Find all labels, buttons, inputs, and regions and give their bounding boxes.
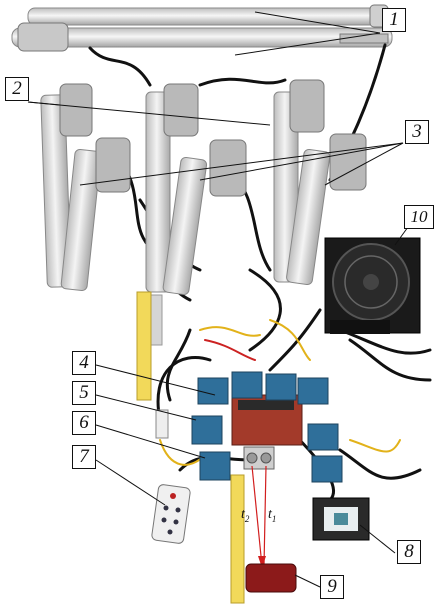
callout-9: 9 [320, 575, 344, 599]
display-module [312, 497, 370, 541]
psu-bottom [330, 320, 390, 334]
remote-body [151, 484, 191, 544]
driver-board-6 [199, 451, 231, 481]
actuator-b-body [60, 149, 102, 291]
remote-key [175, 507, 181, 513]
beam-label-t1-base: t [268, 507, 272, 522]
driver-board-2 [231, 371, 263, 399]
remote-power-key [170, 493, 176, 499]
driver-board-8 [311, 455, 343, 483]
actuator-c-motor [163, 83, 199, 137]
ruler-lower [230, 474, 245, 604]
top-actuator-motor [17, 22, 69, 52]
beam-label-t1: t1 [268, 508, 276, 526]
target-block [245, 563, 297, 593]
callout-2: 2 [5, 77, 29, 101]
actuator-c-rod [149, 294, 163, 346]
callout-5: 5 [72, 381, 96, 405]
beam-label-t1-sub: 1 [271, 513, 277, 524]
callout-7: 7 [72, 445, 96, 469]
driver-board-4 [297, 377, 329, 405]
actuator-e-motor [289, 79, 325, 133]
connector-block [155, 409, 169, 439]
callout-3: 3 [405, 120, 429, 144]
remote-key [161, 517, 167, 523]
callout-8: 8 [397, 540, 421, 564]
measuring-ruler [136, 291, 245, 604]
vertical-actuators [40, 79, 367, 346]
actuator-d-body [162, 156, 208, 295]
callout-6: 6 [72, 411, 96, 435]
actuator-b-motor [95, 137, 131, 193]
beam-label-t2: t2 [241, 508, 249, 526]
remote-key [163, 505, 169, 511]
beam-label-t2-base: t [241, 507, 245, 522]
signal-wires [159, 319, 401, 466]
electronics [155, 371, 343, 483]
actuator-f-body [286, 148, 331, 286]
beam-label-t2-sub: 2 [244, 513, 250, 524]
laser-beams [251, 465, 267, 568]
beam-arrowhead [258, 556, 266, 568]
driver-board-5 [191, 415, 223, 445]
callout-10: 10 [404, 205, 434, 229]
driver-board-1 [197, 377, 229, 405]
actuator-a-body [40, 94, 72, 288]
top-actuator-1 [27, 7, 389, 26]
top-actuator-rod [339, 33, 389, 44]
sensor-lens-right [260, 452, 272, 464]
driver-board-3 [265, 373, 297, 401]
rangefinder-sensor [243, 446, 275, 470]
horizontal-actuators [11, 4, 393, 52]
actuator-f-motor [329, 133, 367, 191]
actuator-e-body [273, 91, 299, 283]
callout-1: 1 [382, 8, 406, 32]
psu-fan-hub [363, 274, 379, 290]
actuator-a-motor [59, 83, 93, 137]
leader-lines [27, 11, 409, 588]
actuator-d-motor [209, 139, 247, 197]
driver-board-7 [307, 423, 339, 451]
remote-key [167, 529, 173, 535]
remote-control [151, 484, 191, 544]
psu-fan-ring [344, 255, 398, 309]
beam-t2-out [251, 465, 263, 567]
callout-4: 4 [72, 351, 96, 375]
beam-t1-return [263, 465, 267, 567]
power-supply [324, 237, 421, 334]
top-actuator-2 [11, 27, 393, 48]
controller-header [238, 400, 294, 410]
actuator-c-body [145, 91, 171, 293]
remote-key [173, 519, 179, 525]
display-icon [334, 513, 348, 525]
ruler-upper [136, 291, 152, 401]
sensor-lens-left [246, 452, 258, 464]
